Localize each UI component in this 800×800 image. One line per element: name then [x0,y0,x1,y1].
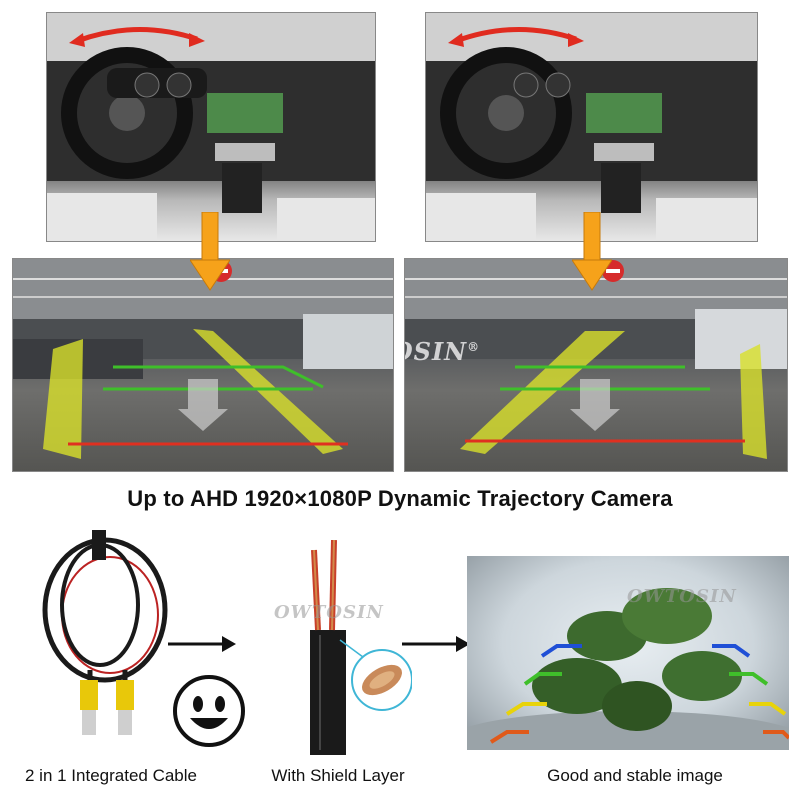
watermark-text: OWTOSIN [627,586,737,607]
shield-cable-area: OWTOSIN [262,539,413,760]
camera-view-right: OWTOSIN® [404,258,788,472]
watermark-text: OWTOSIN [274,602,384,623]
headline: Up to AHD 1920×1080P Dynamic Trajectory … [127,486,673,511]
trajectory-guide-lines-left [13,259,393,459]
shield-cable-image [310,539,413,755]
caption-image: Good and stable image [547,766,723,785]
plant-guide-lines [467,588,789,750]
down-arrow-icon [190,212,230,291]
watermark-text: OWTOSIN [405,337,468,366]
camera-image-plant: OWTOSIN [467,556,789,750]
right-arrow-icon [402,636,470,652]
caption-cable: 2 in 1 Integrated Cable [24,766,197,785]
right-arrow-icon [168,636,236,652]
down-arrow-icon [572,212,612,291]
dashboard-illustration-right [426,13,757,241]
registered-mark: ® [467,340,481,354]
dashboard-illustration-left [47,13,375,241]
watermark-logo: OWTOSIN® [405,337,481,366]
dashboard-photo-left [46,12,376,242]
steering-direction-arrow-icon [448,27,584,47]
watermark-logo: OWTOSIN [274,602,384,623]
dashboard-photo-right [425,12,758,242]
steering-direction-arrow-icon [69,27,205,47]
caption-shield: With Shield Layer [271,766,405,785]
smiley-face-icon [173,675,245,747]
camera-view-left [12,258,394,472]
integrated-cable-image [42,530,168,735]
watermark-logo: OWTOSIN [627,586,737,607]
